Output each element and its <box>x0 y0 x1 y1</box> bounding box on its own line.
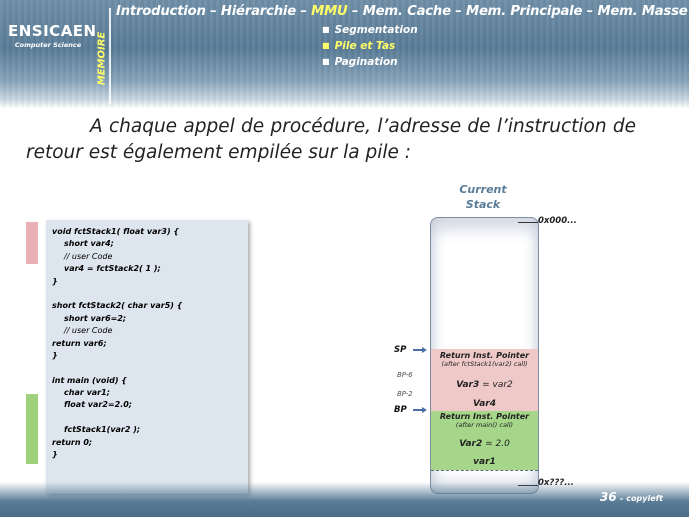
cell-var-name: var1 <box>473 457 496 467</box>
stack-title-line1: Current <box>448 182 518 197</box>
nav-item-mem-masse[interactable]: Mem. Masse <box>597 4 687 19</box>
bp-minus2-label: BP-2 <box>397 390 413 398</box>
subtopic-label: Segmentation <box>335 24 418 36</box>
nav-separator: – <box>348 4 363 19</box>
code-line: var4 = fctStack2( 1 ); <box>52 263 182 275</box>
cell-var-value: = 2.0 <box>482 439 510 449</box>
nav-item-mmu[interactable]: MMU <box>311 4 347 19</box>
bp-minus6-label: BP-6 <box>397 371 413 379</box>
subtopic-item[interactable]: ■ Pagination <box>322 56 418 72</box>
nav-separator: – <box>206 4 221 19</box>
code-line: short var4; <box>52 238 182 250</box>
stack-cell-return-pointer-1: Return Inst. Pointer (after fctStack1(va… <box>431 349 538 376</box>
cell-title: Return Inst. Pointer <box>431 412 538 421</box>
logo-subtitle: Computer Science <box>8 41 88 49</box>
slide-paragraph: A chaque appel de procédure, l’adresse d… <box>26 114 636 166</box>
nav-item-mem-cache[interactable]: Mem. Cache <box>363 4 451 19</box>
stack-cell-var2: Var2 = 2.0 <box>431 434 538 456</box>
stack-cell-var4: Var4 <box>431 398 538 411</box>
address-top-text: 0x000... <box>538 216 577 226</box>
logo-title: ENSICAEN <box>8 22 88 40</box>
code-line: } <box>52 449 182 461</box>
address-top-tick <box>518 222 538 223</box>
cell-subtitle: (after main() call) <box>431 421 538 429</box>
section-label: MEMOIRE <box>92 20 106 102</box>
subtopic-item[interactable]: ■ Segmentation <box>322 24 418 40</box>
nav-item-mem-principale[interactable]: Mem. Principale <box>466 4 582 19</box>
footer-note: copyleft <box>626 494 663 503</box>
cell-var-name: Var3 <box>456 380 479 390</box>
nav-separator: – <box>296 4 311 19</box>
paragraph-text: A chaque appel de procédure, l’adresse d… <box>26 116 636 163</box>
code-line: return var6; <box>52 338 182 350</box>
cell-title: Return Inst. Pointer <box>431 351 538 360</box>
footer-separator: – <box>617 494 627 503</box>
cell-subtitle: (after fctStack1(var2) call) <box>431 360 538 368</box>
subtopic-item-active[interactable]: ■ Pile et Tas <box>322 40 418 56</box>
header-divider <box>109 8 111 104</box>
nav-separator: – <box>451 4 466 19</box>
page-number: 36 <box>600 490 617 504</box>
stack-title-line2: Stack <box>448 197 518 212</box>
code-line: int main (void) { <box>52 375 182 387</box>
sp-label: SP <box>394 345 406 355</box>
footer-band <box>0 482 689 517</box>
nav-item-introduction[interactable]: Introduction <box>116 4 206 19</box>
bullet-icon: ■ <box>322 57 330 66</box>
cell-var-value: = var2 <box>479 380 513 390</box>
sp-arrow-icon <box>413 347 427 353</box>
pink-marker <box>26 222 38 264</box>
code-line: void fctStack1( float var3) { <box>52 226 182 238</box>
code-line: short var6=2; <box>52 313 182 325</box>
subtopic-label: Pile et Tas <box>335 40 396 52</box>
stack-title: Current Stack <box>448 182 518 212</box>
stack-divider <box>431 470 538 471</box>
code-line: } <box>52 350 182 362</box>
bp-label: BP <box>394 405 407 415</box>
code-line: char var1; <box>52 387 182 399</box>
code-line <box>52 362 182 374</box>
slide-footer: 36 – copyleft <box>600 490 663 504</box>
code-line: return 0; <box>52 437 182 449</box>
address-top: 0x000... <box>538 216 577 226</box>
code-listing: void fctStack1( float var3) {short var4;… <box>52 226 182 461</box>
topic-nav: Introduction – Hiérarchie – MMU – Mem. C… <box>116 4 688 19</box>
stack-column: Return Inst. Pointer (after fctStack1(va… <box>430 217 539 494</box>
section-label-text: MEMOIRE <box>97 19 108 99</box>
bullet-icon: ■ <box>322 25 330 34</box>
stack-cell-return-pointer-2: Return Inst. Pointer (after main() call) <box>431 411 538 434</box>
code-line: } <box>52 276 182 288</box>
nav-separator: – <box>582 4 597 19</box>
bp-arrow-icon <box>413 407 427 413</box>
code-line <box>52 412 182 424</box>
code-line: // user Code <box>52 251 182 263</box>
code-line <box>52 288 182 300</box>
subtopic-label: Pagination <box>335 56 398 68</box>
code-line: // user Code <box>52 325 182 337</box>
green-marker <box>26 394 38 464</box>
subtopic-list: ■ Segmentation ■ Pile et Tas ■ Pagination <box>322 24 418 72</box>
bullet-icon: ■ <box>322 41 330 50</box>
code-line: fctStack1(var2 ); <box>52 424 182 436</box>
ensicaen-logo: ENSICAEN Computer Science <box>8 22 88 49</box>
cell-var-name: Var4 <box>473 399 496 409</box>
code-line: short fctStack2( char var5) { <box>52 300 182 312</box>
stack-cell-var1: var1 <box>431 456 538 470</box>
stack-cell-var3: Var3 = var2 <box>431 376 538 398</box>
cell-var-name: Var2 <box>459 439 482 449</box>
nav-item-hierarchie[interactable]: Hiérarchie <box>221 4 296 19</box>
code-line: float var2=2.0; <box>52 399 182 411</box>
